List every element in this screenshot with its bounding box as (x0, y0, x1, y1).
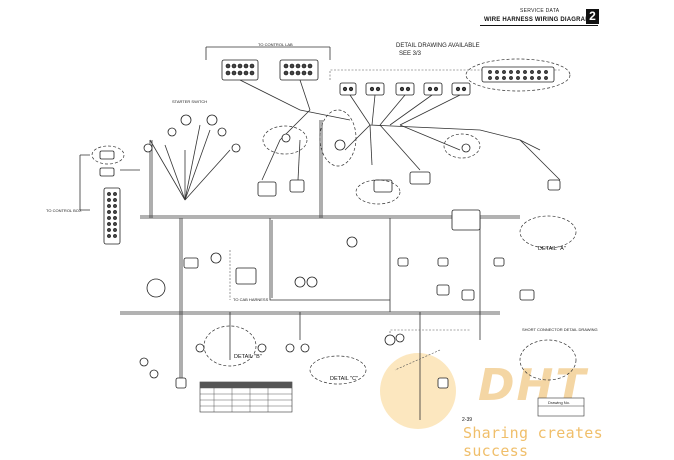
page-number: 2-39 (462, 417, 473, 423)
top-branches (149, 79, 561, 201)
main-harness-trunks (120, 120, 520, 420)
dashed-routing (229, 69, 560, 371)
wire-harness-diagram (79, 46, 585, 420)
watermark-logo-circle (380, 353, 456, 429)
label-detail-available: DETAIL DRAWING AVAILABLE (396, 43, 480, 49)
middle-connectors (139, 133, 561, 389)
detail-ellipse-top (465, 58, 571, 92)
drawing-number-block (537, 397, 585, 417)
label-to-control-lab: TO CONTROL LAB (258, 42, 293, 47)
label-see-reference: SEE 3/3 (399, 51, 422, 57)
detail-ellipses (203, 109, 577, 385)
label-short-connector: SHORT CONNECTOR DETAIL DRAWING (522, 327, 598, 332)
page-title: WIRE HARNESS WIRING DIAGRAM (484, 17, 591, 23)
top-control-connectors (205, 46, 331, 81)
watermark-tagline: Sharing creates success (463, 424, 603, 460)
label-detail-a: DETAIL "A" (538, 246, 566, 252)
section-number-badge: 2 (586, 9, 599, 24)
label-detail-b: DETAIL "B" (234, 354, 262, 360)
bottom-table (199, 381, 293, 413)
label-to-control-box: TO CONTROL BOX (46, 208, 82, 213)
label-starter-switch: STARTER SWITCH (172, 99, 208, 104)
top-row-connectors (339, 82, 471, 96)
starter-switch-connectors (143, 114, 241, 153)
control-box-connector (79, 145, 125, 245)
label-detail-c: DETAIL "C" (330, 376, 359, 382)
header-rule (480, 25, 598, 26)
label-to-cab-harness: TO CAB HARNESS (233, 297, 269, 302)
label-drawing-no: Drawing No. (548, 400, 571, 405)
section-label: SERVICE DATA (520, 8, 560, 14)
wiring-diagram-page: SERVICE DATA WIRE HARNESS WIRING DIAGRAM… (46, 8, 603, 460)
